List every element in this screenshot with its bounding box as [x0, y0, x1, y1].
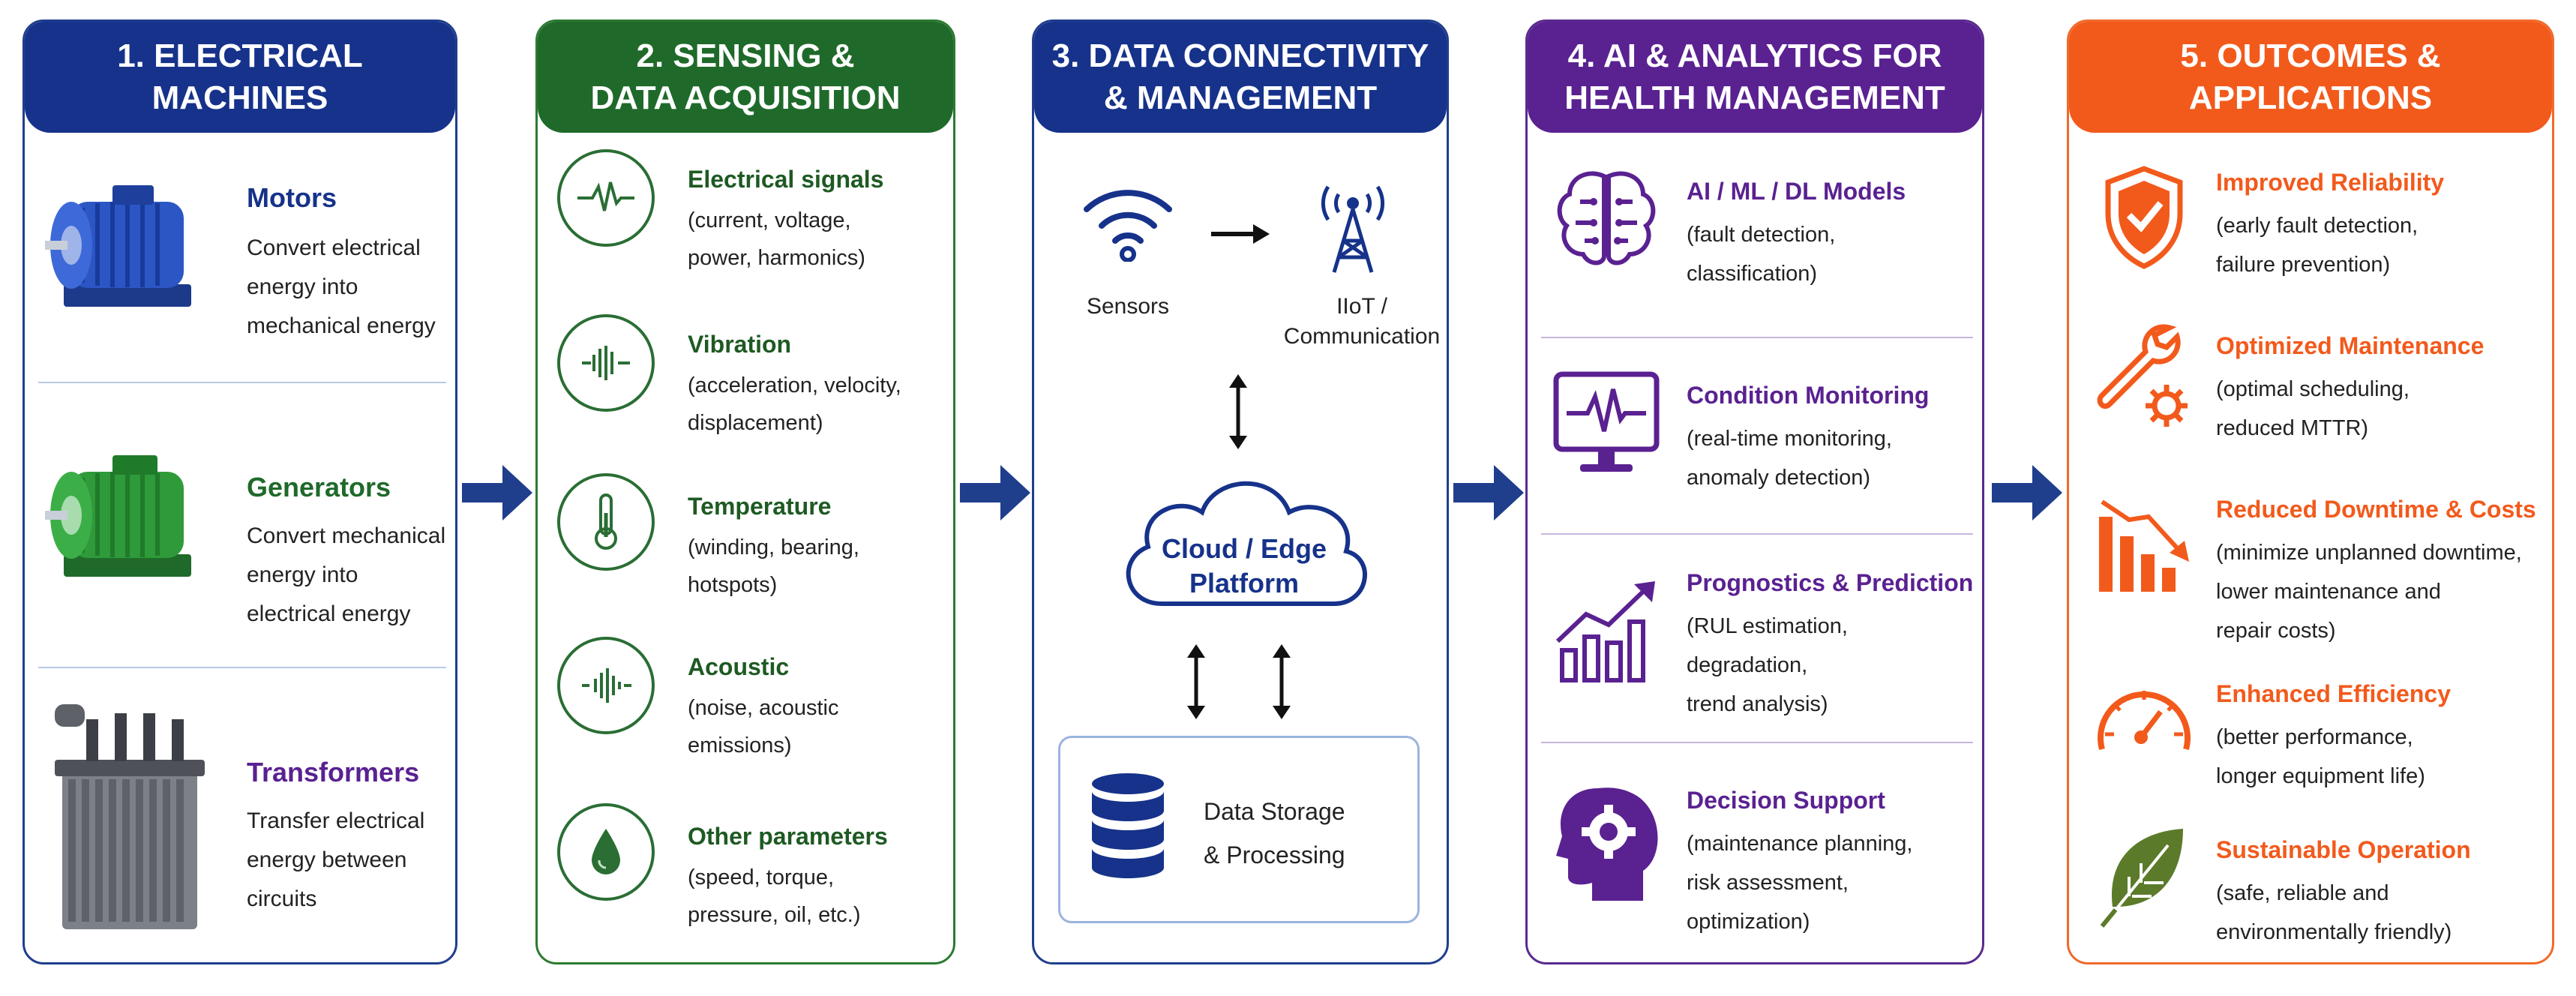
panel-title: 2. SENSING &DATA ACQUISITION: [538, 22, 953, 133]
outcome-item-title: Reduced Downtime & Costs: [2216, 496, 2536, 523]
ai-item-title: AI / ML / DL Models: [1687, 178, 1906, 205]
panel-sensing: 2. SENSING &DATA ACQUISITION Electrical …: [535, 20, 955, 964]
panel-connectivity: 3. DATA CONNECTIVITY& MANAGEMENT Sensors…: [1032, 20, 1449, 964]
transformers-title: Transformers: [247, 757, 420, 788]
bidirectional-arrow-icon: [1229, 374, 1247, 449]
panel-title: 5. OUTCOMES & APPLICATIONS: [2069, 22, 2552, 133]
data-storage-label: Data Storage& Processing: [1204, 798, 1345, 868]
head-gear-icon: [1556, 788, 1658, 901]
outcome-item-title: Sustainable Operation: [2216, 836, 2471, 863]
iiot-label: IIoT /Communication: [1283, 294, 1441, 349]
vibration-icon: [557, 314, 655, 412]
bidirectional-arrow-icon: [1273, 644, 1291, 719]
sensing-item-desc: (speed, torque,pressure, oil, etc.): [688, 866, 861, 927]
sensing-item-desc: (winding, bearing,hotspots): [688, 536, 859, 597]
ai-item-title: Condition Monitoring: [1687, 382, 1930, 409]
ai-item-desc: (maintenance planning,risk assessment,op…: [1687, 832, 1913, 934]
oil-drop-icon: [557, 803, 655, 901]
motor-image: [45, 185, 191, 307]
sensing-item-title: Temperature: [688, 493, 832, 520]
database-icon: [1092, 773, 1164, 878]
flow-arrow-icon: [462, 465, 532, 520]
divider: [1541, 742, 1973, 743]
outcome-item-desc: (optimal scheduling,reduced MTTR): [2216, 377, 2410, 440]
outcome-item-title: Optimized Maintenance: [2216, 332, 2485, 359]
leaf-icon: [2100, 829, 2183, 928]
sensing-item-desc: (current, voltage,power, harmonics): [688, 208, 865, 270]
transformer-image: [55, 704, 205, 929]
divider: [1541, 337, 1973, 338]
ai-item-title: Prognostics & Prediction: [1687, 569, 1974, 596]
outcome-item-desc: (minimize unplanned downtime,lower maint…: [2216, 541, 2522, 643]
outcome-item-title: Improved Reliability: [2216, 169, 2445, 196]
sensing-item-desc: (acceleration, velocity,displacement): [688, 374, 901, 435]
thermometer-icon: [557, 473, 655, 571]
gauge-icon: [2098, 691, 2191, 751]
ai-item-desc: (real-time monitoring,anomaly detection): [1687, 427, 1892, 490]
waveform-icon: [557, 149, 655, 247]
motors-title: Motors: [247, 182, 337, 213]
sensing-item-title: Vibration: [688, 331, 792, 358]
ai-item-title: Decision Support: [1687, 787, 1885, 814]
antenna-tower-icon: [1321, 185, 1385, 273]
outcome-item-desc: (better performance,longer equipment lif…: [2216, 725, 2425, 788]
sensing-item-title: Acoustic: [688, 653, 790, 680]
wrench-gear-icon: [2097, 324, 2188, 427]
sensing-item-title: Electrical signals: [688, 166, 884, 193]
data-storage-box: [1058, 736, 1420, 923]
flow-arrow-icon: [1453, 465, 1524, 520]
panel-title: 3. DATA CONNECTIVITY& MANAGEMENT: [1034, 22, 1447, 133]
outcome-item-desc: (early fault detection,failure preventio…: [2216, 214, 2419, 277]
brain-icon: [1557, 171, 1656, 266]
flow-arrow-icon: [1992, 465, 2062, 520]
generator-image: [45, 455, 191, 577]
divider: [38, 667, 446, 668]
panel-outcomes: 5. OUTCOMES & APPLICATIONS Improved Reli…: [2067, 20, 2554, 964]
declining-bars-icon: [2099, 500, 2189, 592]
panel-electrical-machines: 1. ELECTRICAL MACHINES Motors Convert el…: [22, 20, 457, 964]
cloud-icon: [1126, 481, 1367, 606]
generators-title: Generators: [247, 472, 391, 502]
outcome-item-title: Enhanced Efficiency: [2216, 680, 2451, 707]
divider: [1541, 533, 1973, 535]
sensing-item-title: Other parameters: [688, 823, 888, 850]
bidirectional-arrow-icon: [1187, 644, 1205, 719]
ai-item-desc: (RUL estimation,degradation,trend analys…: [1687, 614, 1848, 716]
flow-arrow-icon: [960, 465, 1030, 520]
arrow-right-icon: [1211, 224, 1270, 244]
panel-title: 1. ELECTRICAL MACHINES: [25, 22, 455, 133]
sound-icon: [557, 637, 655, 734]
divider: [38, 382, 446, 383]
ai-item-desc: (fault detection,classification): [1687, 223, 1836, 286]
sensors-label: Sensors: [1086, 294, 1170, 319]
monitor-icon: [1553, 371, 1660, 472]
wifi-icon: [1084, 190, 1172, 262]
trend-chart-icon: [1555, 581, 1655, 682]
shield-check-icon: [2105, 166, 2183, 269]
